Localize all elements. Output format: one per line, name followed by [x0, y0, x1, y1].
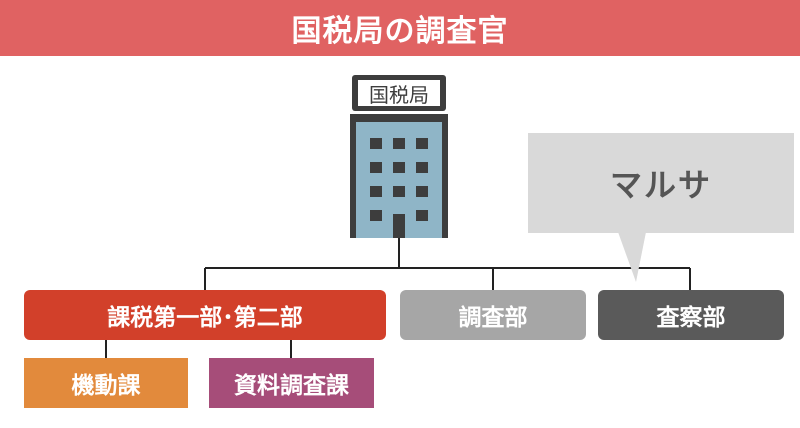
- callout-pointer: [618, 232, 646, 282]
- header-banner: 国税局の調査官: [0, 0, 800, 56]
- building-icon: [350, 114, 448, 238]
- window: [370, 138, 382, 149]
- window: [393, 186, 405, 197]
- tax-bureau-sign-label: 国税局: [358, 80, 440, 107]
- window: [416, 162, 428, 173]
- dept-taxation-label: 課税第一部･第二部: [107, 305, 303, 331]
- page-title: 国税局の調査官: [291, 14, 509, 49]
- section-mobile-label: 機動課: [71, 373, 141, 399]
- window: [370, 162, 382, 173]
- window: [416, 210, 428, 221]
- building-door: [393, 214, 405, 238]
- dept-inspection-label: 査察部: [656, 305, 726, 331]
- dept-survey: 調査部: [400, 290, 586, 340]
- section-materials-investigation: 資料調査課: [209, 358, 374, 408]
- section-mobile: 機動課: [24, 358, 188, 408]
- window: [416, 186, 428, 197]
- section-materials-label: 資料調査課: [234, 373, 349, 399]
- dept-inspection: 査察部: [598, 290, 784, 340]
- maruza-callout: マルサ: [528, 133, 794, 233]
- callout-label: マルサ: [609, 166, 712, 204]
- window: [370, 186, 382, 197]
- window: [393, 138, 405, 149]
- building-facade: [356, 122, 442, 238]
- dept-survey-label: 調査部: [458, 305, 528, 331]
- tax-bureau-sign: 国税局: [352, 75, 446, 111]
- window: [370, 210, 382, 221]
- window: [393, 162, 405, 173]
- dept-taxation-1-2: 課税第一部･第二部: [24, 290, 386, 340]
- window: [416, 138, 428, 149]
